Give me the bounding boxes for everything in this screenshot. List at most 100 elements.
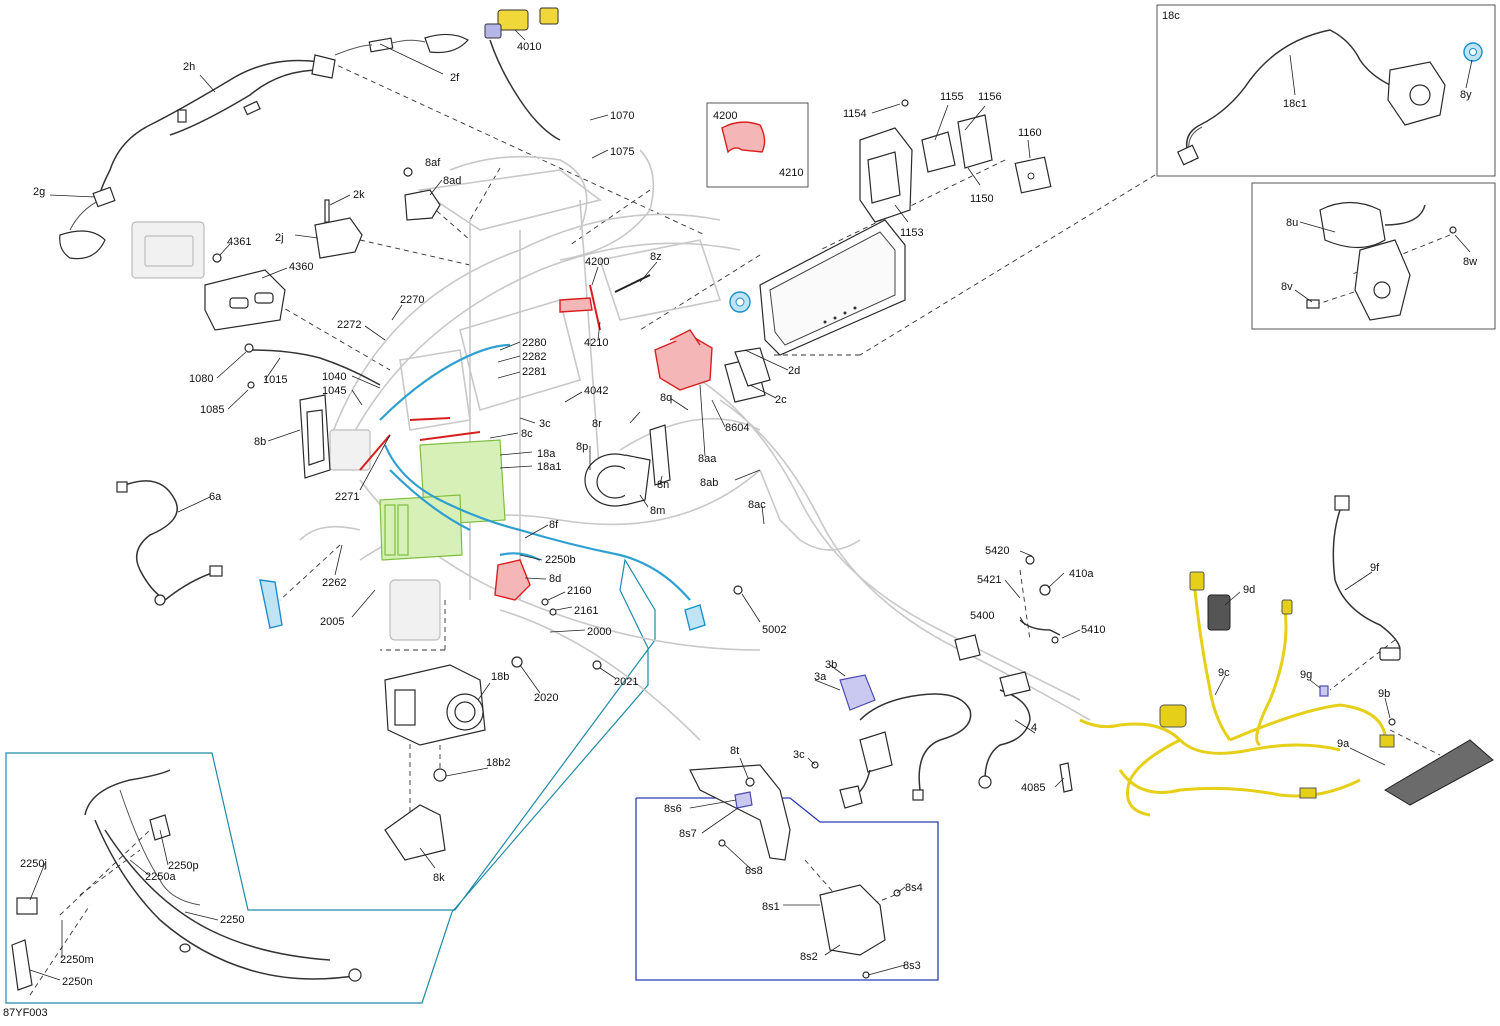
callout: 18b bbox=[491, 671, 509, 683]
dashed-leaders bbox=[29, 61, 1451, 996]
callout: 8m bbox=[650, 505, 665, 517]
callout: 8w bbox=[1463, 256, 1477, 268]
callout: 5421 bbox=[977, 574, 1001, 586]
inset-8s-content bbox=[689, 764, 901, 979]
callout: 2250a bbox=[145, 871, 176, 883]
callout: 8b bbox=[254, 436, 266, 448]
callout: 1155 bbox=[940, 91, 964, 103]
callout: 2000 bbox=[587, 626, 611, 638]
module-3a bbox=[811, 674, 972, 809]
motor-8m bbox=[584, 453, 651, 507]
callout: 1153 bbox=[900, 227, 924, 239]
cover-2c bbox=[724, 347, 771, 403]
callout: 1160 bbox=[1018, 127, 1042, 139]
callout-labels: 2h 2f 4010 2g 2k 2j 8af 8ad 1070 1075 42… bbox=[20, 10, 1477, 988]
callout: 4200 bbox=[713, 110, 737, 122]
callout: 4210 bbox=[584, 337, 608, 349]
callout: 8s7 bbox=[679, 828, 697, 840]
rod-8z bbox=[614, 274, 651, 293]
wire-9f bbox=[1319, 495, 1401, 697]
callout: 8f bbox=[549, 519, 559, 531]
callout: 2005 bbox=[320, 616, 344, 628]
battery-18a bbox=[379, 439, 506, 561]
inset-frame-8u bbox=[1251, 182, 1496, 330]
module-8ad bbox=[403, 167, 441, 221]
inset-frame-2250 bbox=[5, 558, 656, 1004]
callout: 8n bbox=[657, 479, 669, 491]
callout: 6a bbox=[209, 491, 222, 503]
callout: 4042 bbox=[584, 385, 608, 397]
callout: 3a bbox=[814, 671, 827, 683]
callout: 1156 bbox=[978, 91, 1002, 103]
callout: 2f bbox=[450, 72, 460, 84]
callout: 9a bbox=[1337, 738, 1350, 750]
callout-leaders bbox=[29, 29, 1473, 981]
callout: 18b2 bbox=[486, 757, 510, 769]
callout: 9f bbox=[1370, 562, 1380, 574]
callout: 8q bbox=[660, 392, 672, 404]
callout: 4085 bbox=[1021, 782, 1045, 794]
callout: 4200 bbox=[585, 256, 609, 268]
callout: 4 bbox=[1031, 722, 1037, 734]
callout: 4360 bbox=[289, 261, 313, 273]
callout: 5410 bbox=[1081, 624, 1105, 636]
callout: 1070 bbox=[610, 110, 634, 122]
yellow-harness-9c bbox=[1079, 571, 1395, 817]
callout: 8af bbox=[425, 157, 441, 169]
callout: 1154 bbox=[843, 108, 867, 120]
callout: 8s3 bbox=[903, 960, 921, 972]
bracket-8k bbox=[384, 804, 446, 861]
callout: 8s1 bbox=[762, 901, 780, 913]
callout: 1085 bbox=[200, 404, 224, 416]
callout: 8604 bbox=[725, 422, 749, 434]
callout: 8u bbox=[1286, 217, 1298, 229]
callout: 410a bbox=[1069, 568, 1094, 580]
callout: 9d bbox=[1243, 584, 1255, 596]
callout: 2250 bbox=[220, 914, 244, 926]
callout: 1045 bbox=[322, 385, 346, 397]
callout: 8s8 bbox=[745, 865, 763, 877]
callout: 18c bbox=[1162, 10, 1180, 22]
callout: 5002 bbox=[762, 624, 786, 636]
callout: 8s6 bbox=[664, 803, 682, 815]
callout: 8y bbox=[1460, 89, 1472, 101]
figure-code: 87YF003 bbox=[3, 1007, 48, 1019]
callout: 3b bbox=[825, 659, 837, 671]
callout: 2d bbox=[788, 365, 800, 377]
callout: 8p bbox=[576, 441, 588, 453]
inset-frame-8s bbox=[635, 797, 939, 981]
callout: 8k bbox=[433, 872, 445, 884]
callout: 8z bbox=[650, 251, 662, 263]
bracket-8b bbox=[299, 394, 331, 479]
callout: 8s2 bbox=[800, 951, 818, 963]
fastener-5002 bbox=[733, 585, 743, 595]
callout: 8t bbox=[730, 745, 739, 757]
callout: 1080 bbox=[189, 373, 213, 385]
callout: 8ac bbox=[748, 499, 766, 511]
callout: 8c bbox=[521, 428, 533, 440]
callout: 1075 bbox=[610, 146, 634, 158]
callout: 18a1 bbox=[537, 461, 561, 473]
fastener-9b bbox=[1388, 718, 1396, 726]
callout: 2k bbox=[353, 189, 365, 201]
callout: 1150 bbox=[970, 193, 994, 205]
callout: 2j bbox=[275, 232, 284, 244]
callout: 8ad bbox=[443, 175, 461, 187]
harness-4 bbox=[954, 634, 1073, 793]
callout: 9c bbox=[1218, 667, 1230, 679]
inset-18c-content bbox=[1176, 29, 1483, 166]
callout: 1015 bbox=[263, 374, 287, 386]
inset-2250-content bbox=[11, 769, 362, 991]
switch-group-1150 bbox=[859, 99, 1052, 223]
callout: 2h bbox=[183, 61, 195, 73]
callout: 2272 bbox=[337, 319, 361, 331]
clip-blue-2262 bbox=[259, 579, 283, 629]
callout: 5420 bbox=[985, 545, 1009, 557]
callout: 8aa bbox=[698, 453, 717, 465]
callout: 2250b bbox=[545, 554, 576, 566]
sensor-1080 bbox=[244, 343, 381, 389]
callout: 2250n bbox=[62, 976, 93, 988]
callout: 2161 bbox=[574, 605, 598, 617]
callout: 2g bbox=[33, 186, 45, 198]
callout: 2250j bbox=[20, 858, 47, 870]
